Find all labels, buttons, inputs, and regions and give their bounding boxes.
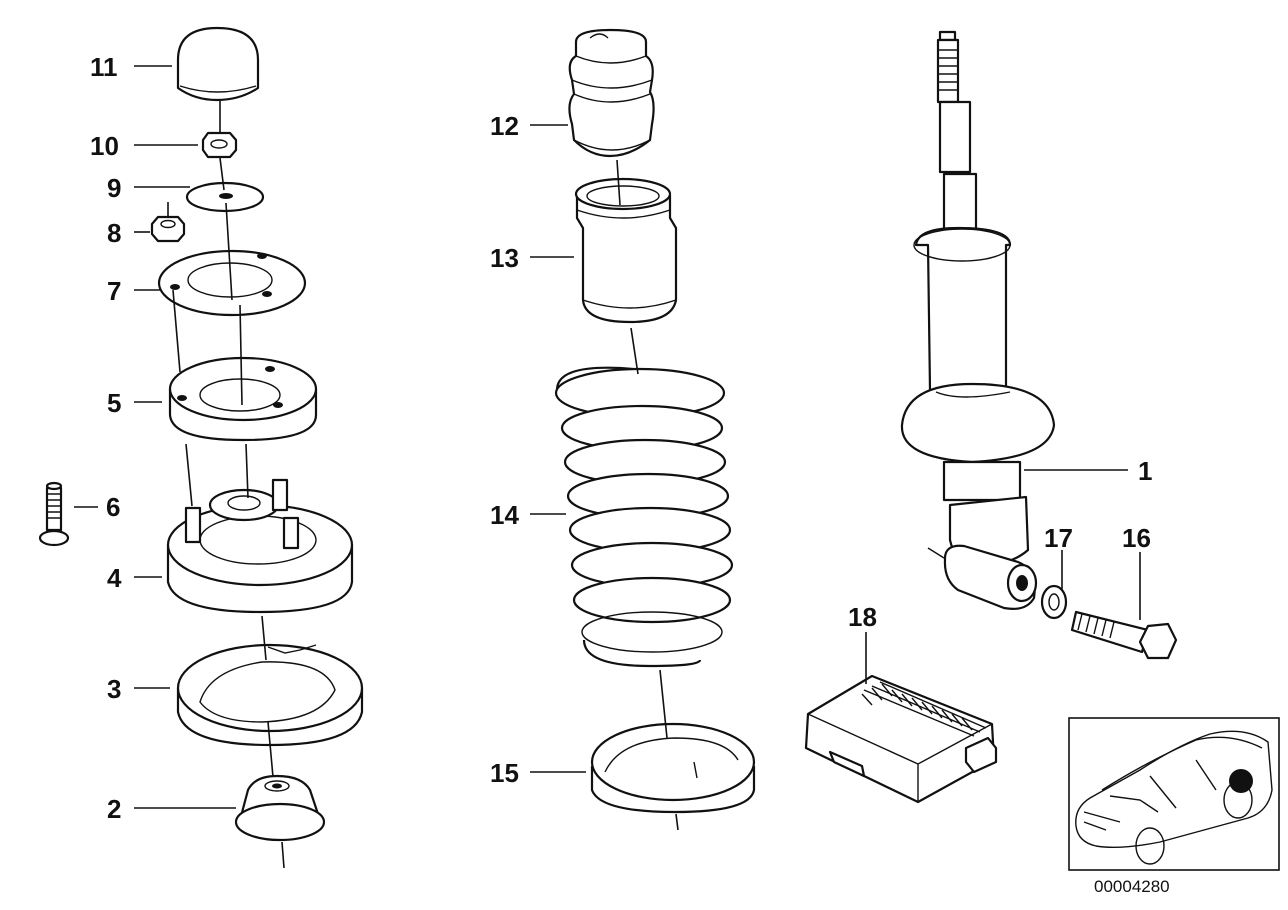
callout-6: 6 — [106, 492, 120, 522]
callout-8: 8 — [107, 218, 121, 248]
part-18-control-module[interactable] — [804, 674, 998, 804]
callout-14: 14 — [490, 500, 519, 530]
left-axis-lines — [167, 101, 285, 869]
part-5-bearing-ring[interactable] — [168, 356, 318, 442]
part-7-plate[interactable] — [157, 249, 307, 317]
part-4-strut-mount[interactable] — [166, 478, 354, 614]
part-17-washer[interactable] — [1040, 584, 1068, 620]
leader-lines — [74, 65, 1141, 809]
middle-axis-lines — [616, 159, 679, 831]
callout-13: 13 — [490, 243, 519, 273]
part-15-spring-seat[interactable] — [590, 722, 756, 814]
part-11-cap[interactable] — [176, 26, 260, 102]
vehicle-locator-inset — [1068, 717, 1280, 871]
part-8-nut[interactable] — [150, 215, 186, 243]
part-14-coil-spring[interactable] — [554, 366, 734, 668]
reference-code: 00004280 — [1094, 877, 1170, 896]
callout-7: 7 — [107, 276, 121, 306]
part-1-shock-absorber[interactable] — [900, 30, 1056, 610]
part-6-bolt[interactable] — [38, 481, 70, 547]
callout-9: 9 — [107, 173, 121, 203]
callout-1: 1 — [1138, 456, 1152, 486]
callout-2: 2 — [107, 794, 121, 824]
car-silhouette-icon — [1075, 730, 1273, 865]
callout-15: 15 — [490, 758, 519, 788]
callout-labels: 11 10 9 8 7 5 6 4 3 2 12 13 14 15 1 17 1… — [90, 52, 1152, 824]
part-9-washer[interactable] — [185, 181, 265, 213]
callout-10: 10 — [90, 131, 119, 161]
part-3-spring-pad[interactable] — [176, 643, 364, 747]
location-marker-icon — [1229, 769, 1253, 793]
part-2-bump-cap[interactable] — [234, 774, 326, 842]
callout-16: 16 — [1122, 523, 1151, 553]
part-13-dust-boot[interactable] — [574, 177, 678, 324]
callout-18: 18 — [848, 602, 877, 632]
part-12-bump-stop[interactable] — [568, 28, 655, 158]
part-10-nut[interactable] — [201, 131, 238, 159]
part-16-bolt[interactable] — [1070, 610, 1178, 660]
callout-12: 12 — [490, 111, 519, 141]
callout-17: 17 — [1044, 523, 1073, 553]
callout-11: 11 — [90, 52, 118, 82]
callout-3: 3 — [107, 674, 121, 704]
callout-5: 5 — [107, 388, 121, 418]
callout-4: 4 — [107, 563, 122, 593]
